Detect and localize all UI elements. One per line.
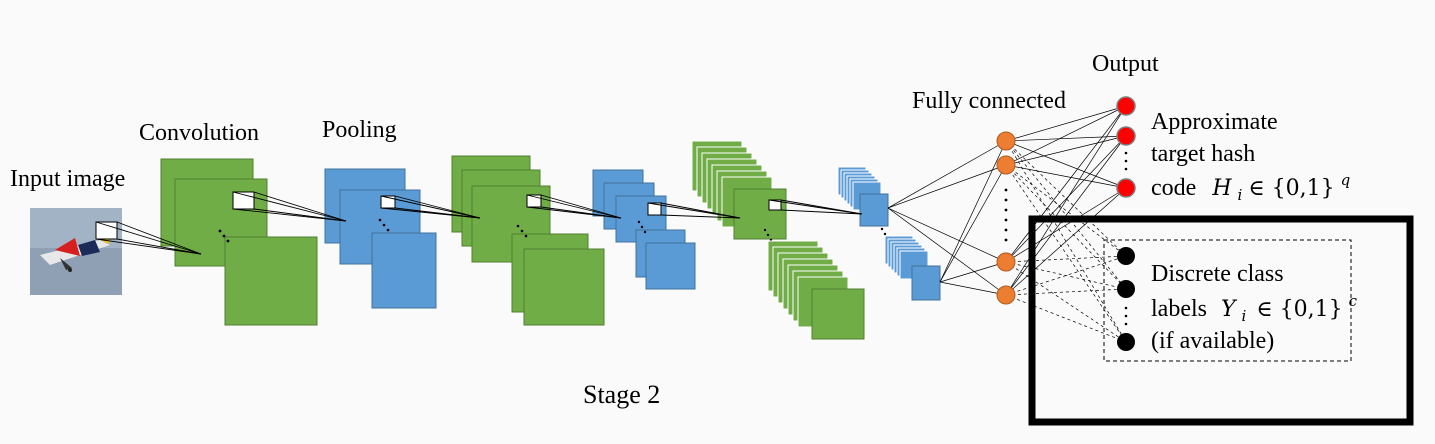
pooling-label: Pooling xyxy=(322,117,397,143)
output-label: Output xyxy=(1092,51,1159,77)
hash-output-line3: code H i ∈ {0,1} q xyxy=(1151,171,1350,206)
highlight-box xyxy=(1028,215,1414,426)
hash-node xyxy=(1116,96,1136,116)
class-sub: i xyxy=(1242,307,1247,325)
hash-sup: q xyxy=(1341,171,1351,189)
class-output-dashed-box xyxy=(1103,239,1352,362)
class-output-nodes xyxy=(1117,247,1135,351)
receptive-field-lines xyxy=(95,191,863,255)
input-image xyxy=(30,208,122,295)
pool-layer-1 xyxy=(324,168,437,309)
fully-connected-label: Fully connected xyxy=(912,88,1066,114)
class-output-line2: labels Y i ∈ {0,1} c xyxy=(1151,292,1358,327)
pool-layer-2 xyxy=(592,169,696,290)
hash-node xyxy=(1116,178,1136,198)
class-var: Y xyxy=(1221,297,1238,322)
class-output-line3: (if available) xyxy=(1151,328,1274,354)
class-node xyxy=(1117,247,1135,265)
fc-node xyxy=(996,285,1016,305)
conv-layer-1 xyxy=(160,158,318,326)
class-labels-prefix: labels xyxy=(1151,296,1207,322)
conv-layer-2 xyxy=(451,155,605,326)
input-image-label: Input image xyxy=(10,166,125,192)
hash-node xyxy=(1116,126,1136,146)
hash-code-prefix: code xyxy=(1151,175,1196,201)
pool-layer-3 xyxy=(837,166,941,301)
class-sup: c xyxy=(1349,292,1358,310)
fc-connections xyxy=(887,105,1127,296)
hash-output-line1: Approximate xyxy=(1151,109,1278,135)
hash-output-line2: target hash xyxy=(1151,141,1255,167)
hash-set: ∈ {0,1} xyxy=(1248,176,1334,201)
conv-layer-3 xyxy=(691,140,865,340)
class-node xyxy=(1117,280,1135,298)
fc-node xyxy=(996,131,1016,151)
fc-class-connections xyxy=(1005,140,1127,343)
hash-var: H xyxy=(1211,176,1232,201)
class-output-line1: Discrete class xyxy=(1151,261,1284,287)
fc-node xyxy=(996,155,1016,175)
hash-sub: i xyxy=(1238,186,1243,204)
hash-output-nodes xyxy=(1116,96,1136,198)
class-set: ∈ {0,1} xyxy=(1256,297,1342,322)
fc-nodes xyxy=(996,131,1016,305)
class-node xyxy=(1117,333,1135,351)
convolution-label: Convolution xyxy=(139,120,259,146)
fc-node xyxy=(996,252,1016,272)
stage-label: Stage 2 xyxy=(583,380,660,409)
